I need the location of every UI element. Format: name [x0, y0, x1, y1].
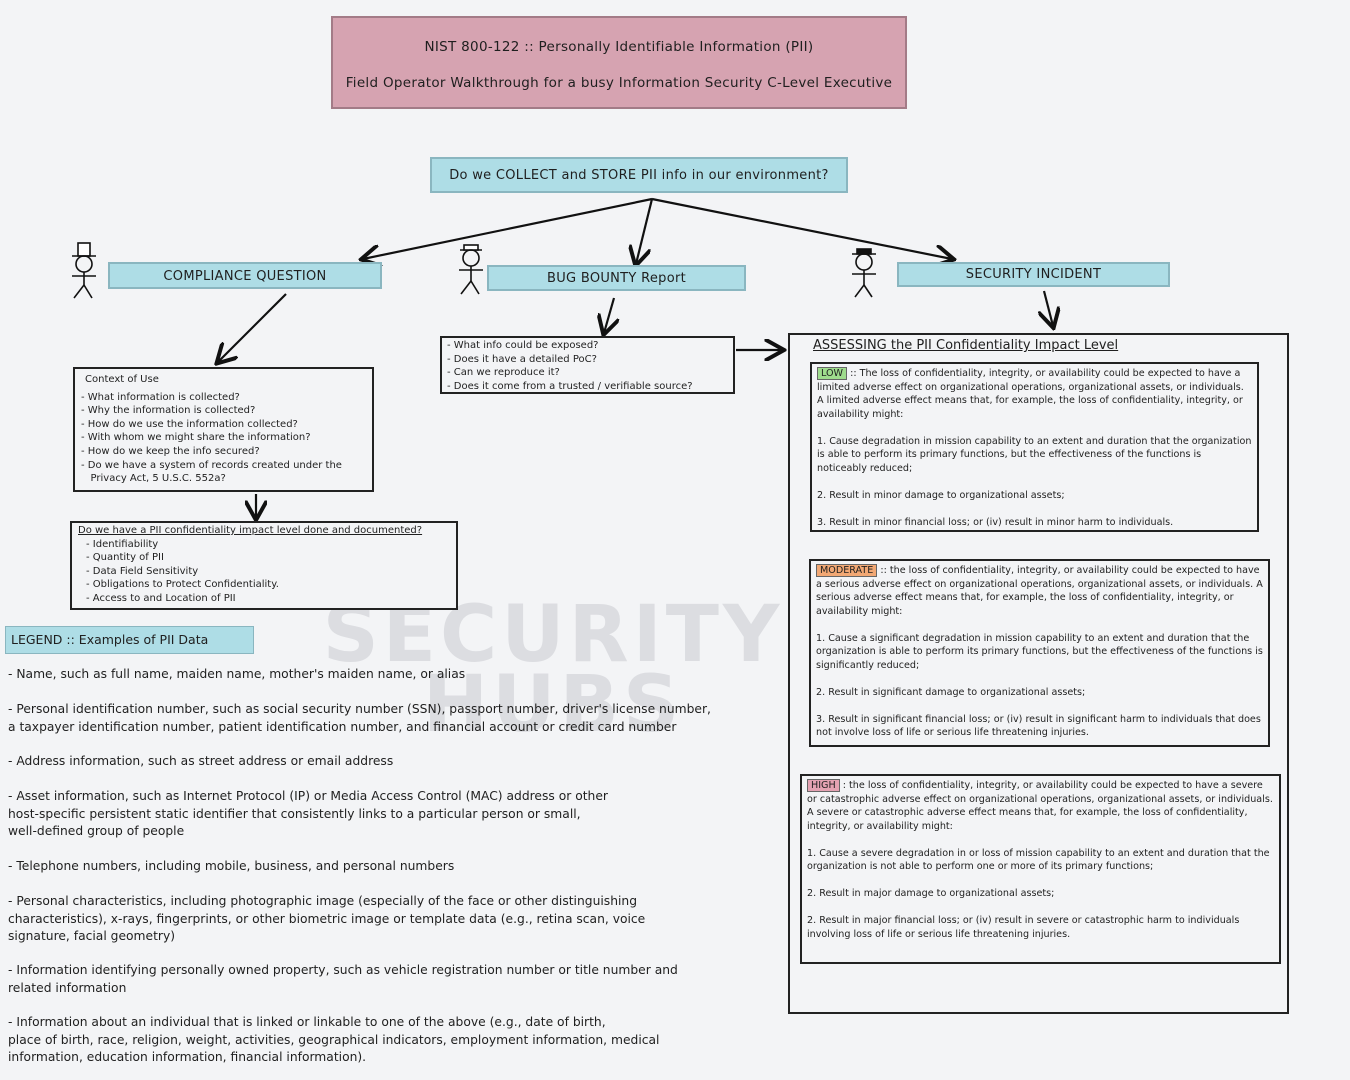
watermark-line-2: HUBS	[422, 660, 684, 750]
impact-documented-box: Do we have a PII confidentiality impact …	[70, 521, 458, 610]
bug-question: - Does it have a detailed PoC?	[447, 353, 597, 365]
impact-level-low: LOW :: The loss of confidentiality, inte…	[810, 362, 1259, 532]
main-question: Do we COLLECT and STORE PII info in our …	[449, 168, 829, 183]
incident-box: SECURITY INCIDENT	[897, 262, 1170, 287]
context-item: Privacy Act, 5 U.S.C. 552a?	[81, 473, 226, 485]
low-badge: LOW	[817, 367, 848, 380]
legend-item: - Information about an individual that i…	[8, 1015, 660, 1064]
moderate-badge: MODERATE	[816, 564, 878, 577]
high-point-1: 1. Cause a severe degradation in or loss…	[807, 847, 1270, 873]
stick-figure-compliance	[72, 242, 96, 299]
high-badge: HIGH	[807, 779, 840, 792]
context-title: Context of Use	[85, 374, 159, 385]
arrow-incident-to-assess	[1044, 290, 1053, 326]
context-item: - How do we use the information collecte…	[81, 418, 298, 430]
legend-item: - Asset information, such as Internet Pr…	[8, 789, 608, 838]
stick-figure-bugbounty	[459, 244, 483, 295]
moderate-point-1: 1. Cause a significant degradation in mi…	[816, 632, 1263, 671]
low-point-3: 3. Result in minor financial loss; or (i…	[817, 516, 1174, 528]
impact-item: - Access to and Location of PII	[86, 592, 236, 604]
incident-label: SECURITY INCIDENT	[965, 267, 1102, 282]
bug-bounty-questions-box: - What info could be exposed? - Does it …	[440, 336, 735, 394]
impact-item: - Identifiability	[86, 538, 159, 550]
context-of-use-box: Context of Use - What information is col…	[73, 367, 374, 492]
moderate-point-2: 2. Result in significant damage to organ…	[816, 686, 1086, 698]
arrow-to-compliance	[363, 197, 653, 259]
stick-figure-incident	[852, 248, 876, 298]
bug-question: - What info could be exposed?	[447, 340, 599, 351]
context-item: - Why the information is collected?	[81, 405, 256, 417]
bug-bounty-box: BUG BOUNTY Report	[487, 265, 746, 291]
legend-item: - Name, such as full name, maiden name, …	[8, 667, 466, 681]
impact-documented-title: Do we have a PII confidentiality impact …	[78, 525, 423, 536]
legend-item: - Telephone numbers, including mobile, b…	[8, 859, 455, 873]
moderate-intro: :: the loss of confidentiality, integrit…	[816, 565, 1263, 617]
compliance-box: COMPLIANCE QUESTION	[108, 262, 382, 289]
bug-question: - Does it come from a trusted / verifiab…	[447, 380, 693, 392]
impact-item: - Data Field Sensitivity	[86, 565, 199, 577]
compliance-label: COMPLIANCE QUESTION	[163, 269, 327, 284]
impact-level-moderate: MODERATE :: the loss of confidentiality,…	[809, 559, 1270, 747]
legend-item: - Personal characteristics, including ph…	[8, 894, 646, 943]
page-title: NIST 800-122 :: Personally Identifiable …	[424, 39, 814, 55]
bug-question: - Can we reproduce it?	[447, 367, 560, 379]
high-intro: : the loss of confidentiality, integrity…	[807, 780, 1273, 832]
low-point-1: 1. Cause degradation in mission capabili…	[817, 435, 1252, 474]
bug-bounty-label: BUG BOUNTY Report	[546, 271, 686, 286]
page-subtitle: Field Operator Walkthrough for a busy In…	[345, 75, 893, 91]
main-question-box: Do we COLLECT and STORE PII info in our …	[430, 157, 848, 193]
impact-level-high: HIGH : the loss of confidentiality, inte…	[800, 774, 1281, 964]
arrow-to-incident	[651, 197, 952, 259]
low-point-2: 2. Result in minor damage to organizatio…	[817, 489, 1065, 501]
legend-item: - Information identifying personally own…	[8, 963, 678, 995]
high-point-2: 2. Result in major damage to organizatio…	[807, 888, 1055, 899]
legend-item: - Personal identification number, such a…	[8, 702, 711, 734]
legend-title: LEGEND :: Examples of PII Data	[5, 626, 254, 654]
legend-item: - Address information, such as street ad…	[8, 754, 394, 768]
context-item: - How do we keep the info secured?	[81, 445, 260, 457]
assessment-title: ASSESSING the PII Confidentiality Impact…	[813, 338, 1119, 353]
high-point-3: 2. Result in major financial loss; or (i…	[807, 915, 1240, 940]
title-box: NIST 800-122 :: Personally Identifiable …	[331, 16, 907, 109]
low-intro: :: The loss of confidentiality, integrit…	[817, 368, 1244, 420]
impact-item: - Quantity of PII	[86, 552, 164, 564]
context-item: - With whom we might share the informati…	[81, 432, 311, 444]
arrow-to-bugbounty	[636, 198, 654, 264]
moderate-point-3: 3. Result in significant financial loss;…	[816, 713, 1261, 739]
context-item: - What information is collected?	[81, 391, 240, 403]
watermark: SECURITY HUBS	[318, 596, 788, 750]
assessment-panel	[788, 333, 1289, 1014]
context-item: - Do we have a system of records created…	[81, 459, 342, 471]
arrow-compliance-to-context	[218, 293, 287, 362]
impact-item: - Obligations to Protect Confidentiality…	[86, 579, 279, 591]
arrow-bug-to-questions	[604, 297, 614, 333]
